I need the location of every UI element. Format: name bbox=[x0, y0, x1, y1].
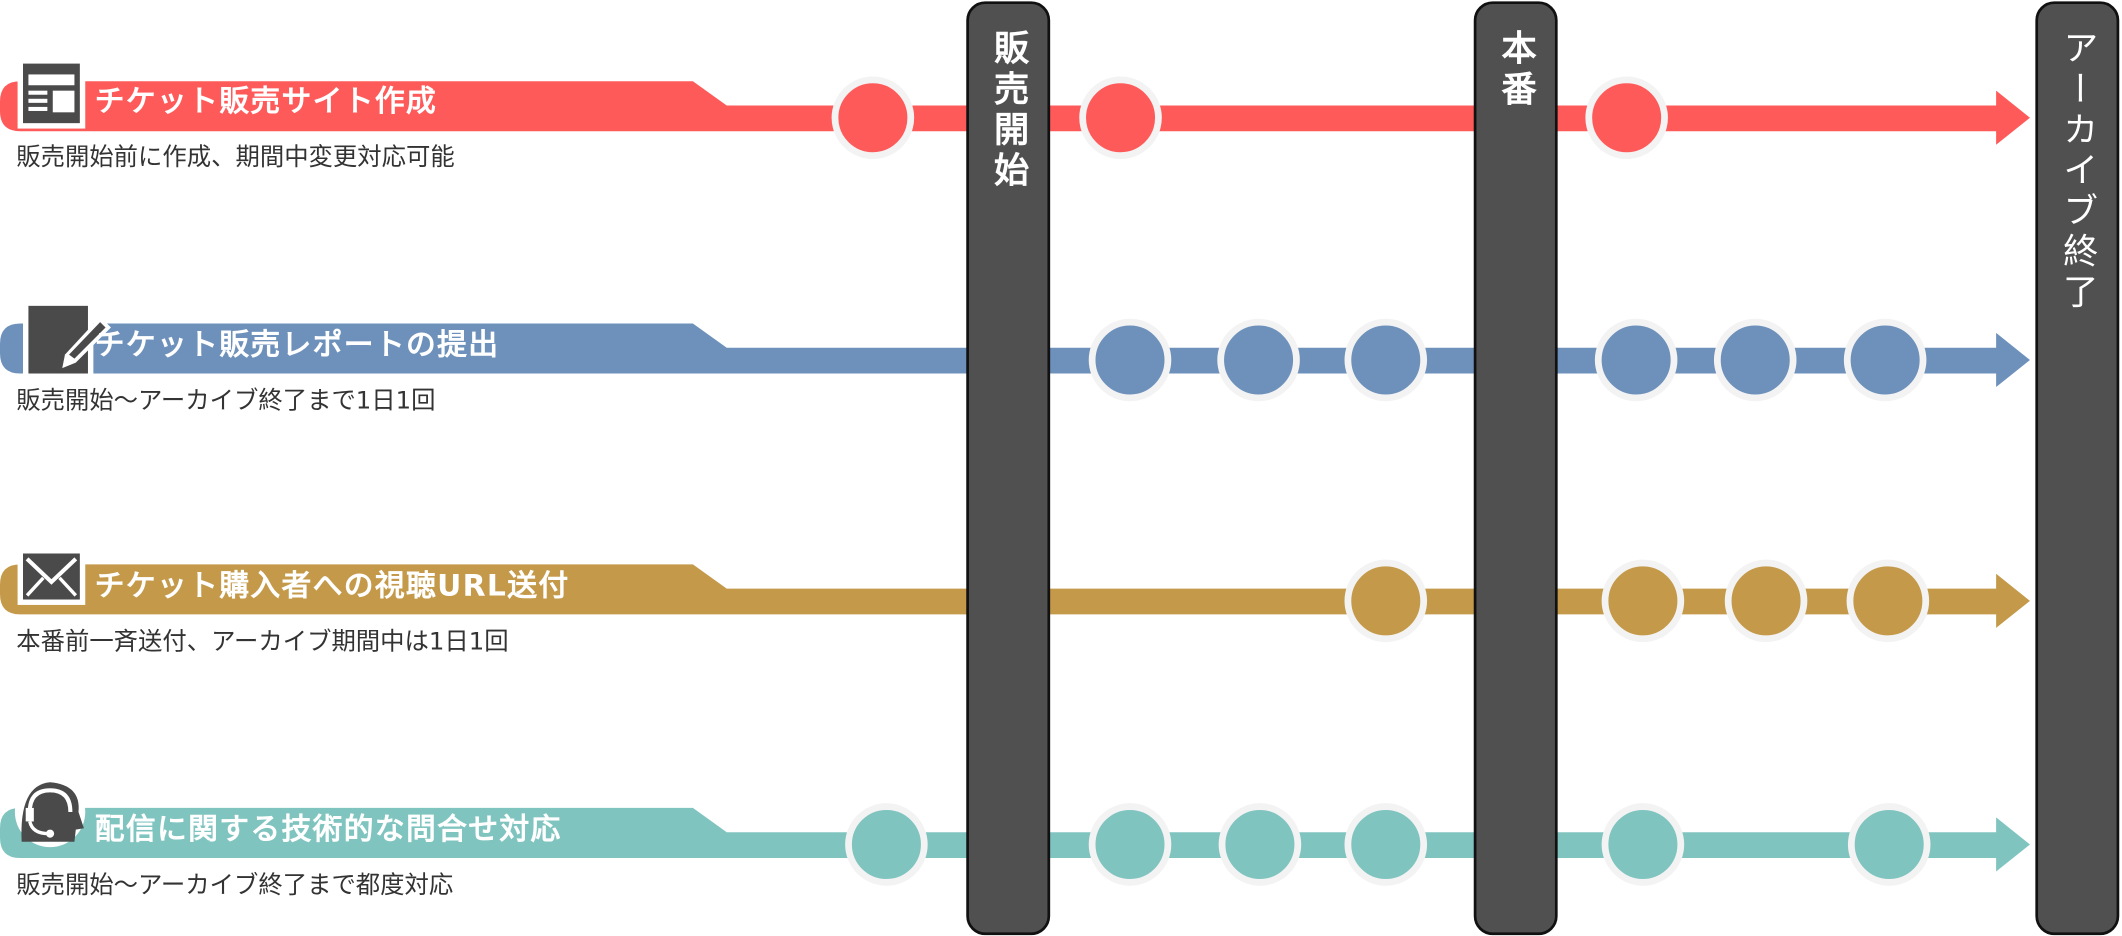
task-dot bbox=[1713, 318, 1797, 402]
task-dot bbox=[1079, 76, 1162, 160]
task-dot bbox=[1601, 559, 1685, 643]
task-dot bbox=[845, 803, 928, 886]
task-dot bbox=[1594, 318, 1678, 402]
milestone-bar-archive-end bbox=[2035, 1, 2120, 936]
task-dot bbox=[1344, 318, 1428, 402]
row-subtitle: 販売開始～アーカイブ終了まで都度対応 bbox=[16, 871, 454, 900]
row-title: チケット購入者への視聴URL送付 bbox=[94, 569, 570, 604]
row-title: チケット販売サイト作成 bbox=[94, 85, 438, 120]
task-dot bbox=[1088, 318, 1172, 402]
headset-support-icon bbox=[14, 776, 86, 848]
task-dot bbox=[1344, 559, 1428, 643]
milestone-bar-live bbox=[1473, 1, 1558, 936]
row-title: チケット販売レポートの提出 bbox=[94, 328, 500, 363]
task-dot bbox=[1218, 803, 1302, 886]
row-subtitle: 販売開始～アーカイブ終了まで1日1回 bbox=[16, 387, 436, 416]
milestone-label-archive-end: アーカイブ終了 bbox=[2057, 29, 2098, 314]
task-dot bbox=[1601, 803, 1685, 886]
task-dot bbox=[1847, 803, 1931, 886]
row-title: 配信に関する技術的な問合せ対応 bbox=[94, 813, 562, 848]
task-dot bbox=[1344, 803, 1428, 886]
task-dot bbox=[1217, 318, 1300, 402]
task-dot bbox=[1724, 559, 1808, 643]
task-dot bbox=[1846, 559, 1930, 643]
envelope-icon bbox=[17, 548, 86, 605]
row-subtitle: 本番前一斉送付、アーカイブ期間中は1日1回 bbox=[16, 627, 509, 657]
milestone-label-live: 本番 bbox=[1495, 29, 1536, 111]
web-layout-icon bbox=[17, 58, 86, 129]
milestone-label-sales-start: 販売開始 bbox=[987, 29, 1029, 193]
row-subtitle: 販売開始前に作成、期間中変更対応可能 bbox=[16, 143, 455, 172]
milestone-bar-sales-start bbox=[966, 1, 1051, 936]
task-dot bbox=[1585, 76, 1668, 160]
task-dot bbox=[1843, 318, 1927, 402]
task-dot bbox=[831, 76, 915, 160]
task-dot bbox=[1088, 803, 1172, 886]
notepad-pencil-icon bbox=[23, 300, 111, 377]
